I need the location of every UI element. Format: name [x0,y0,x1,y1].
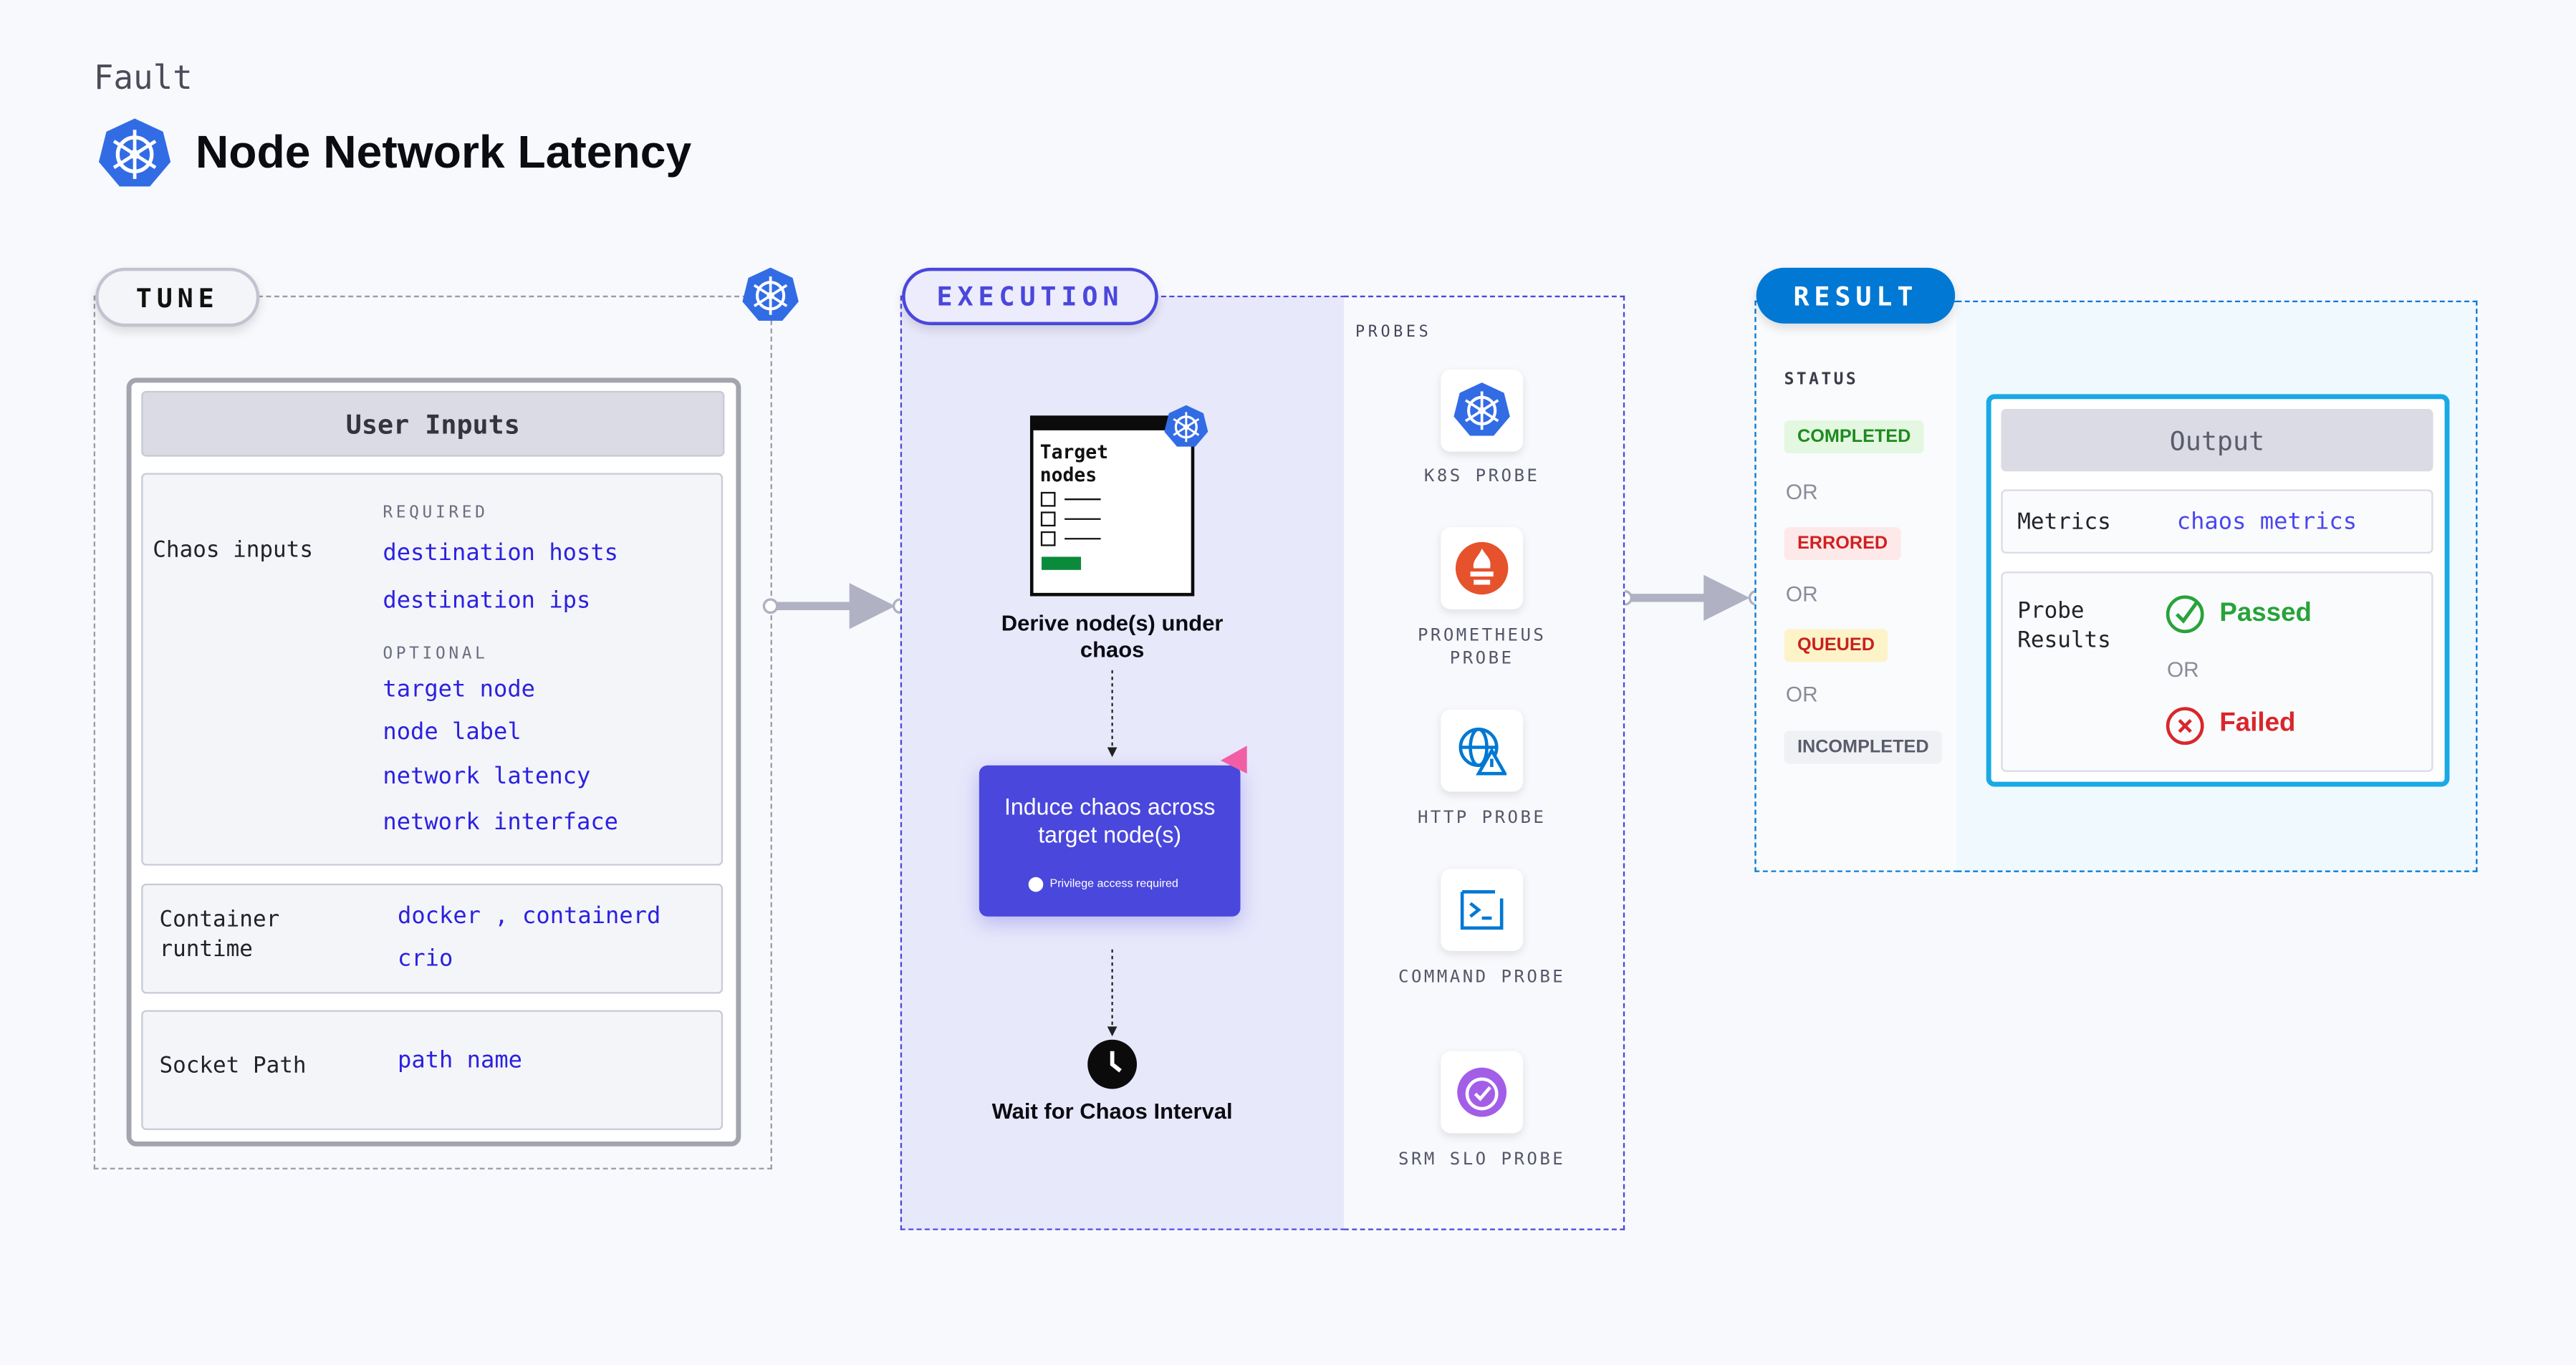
kubernetes-icon [97,117,172,192]
status-label: STATUS [1784,371,1859,390]
srm-slo-probe-card [1441,1051,1523,1134]
slo-icon [1457,1067,1507,1117]
runtime-containerd: containerd [522,903,661,930]
metrics-label: Metrics [2017,508,2111,536]
lock-icon [1028,877,1044,892]
kubernetes-icon [1452,381,1512,440]
prometheus-probe-label: PROMETHEUS PROBE [1417,625,1547,669]
or-label: OR [1785,581,1818,607]
probe-results-label: Probe Results [2017,597,2111,654]
http-probe-label: HTTP PROBE [1417,808,1547,828]
check-circle-icon [2166,595,2204,634]
input-network-interface: network interface [383,809,618,836]
k8s-probe-card [1441,370,1523,452]
target-nodes-title: Target nodes [1039,440,1109,486]
step-induce-chaos: Induce chaos across target node(s) Privi… [979,765,1241,917]
target-nodes-document: Target nodes [1029,415,1195,597]
status-badge-incompleted: INCOMPLETED [1784,730,1942,764]
input-target-node: target node [383,676,536,703]
execution-pill: EXECUTION [902,267,1158,326]
input-destination-ips: destination ips [383,588,591,614]
privilege-note: Privilege access required [1049,878,1178,891]
input-network-latency: network latency [383,763,591,791]
step-wait-interval: Wait for Chaos Interval [991,1099,1233,1124]
status-badge-queued: QUEUED [1784,629,1888,662]
container-runtime-label: Container runtime [159,906,280,963]
result-pill: RESULT [1756,267,1956,324]
kubernetes-icon [1163,404,1209,448]
or-label: OR [1785,681,1818,707]
x-circle-icon [2166,707,2204,746]
input-node-label: node label [383,719,522,746]
checklist-icon [1040,491,1101,570]
page-title: Node Network Latency [195,126,692,178]
status-badge-errored: ERRORED [1784,527,1901,561]
optional-label: OPTIONAL [383,645,489,664]
step-derive-nodes: Derive node(s) under chaos [1001,611,1224,662]
induce-chaos-text: Induce chaos across target node(s) [1004,793,1216,848]
dotted-arrow [1107,949,1118,1037]
user-inputs-header: User Inputs [141,390,725,457]
arrow-execution-to-result [1617,574,1764,621]
terminal-icon [1460,890,1504,930]
runtime-separator: , [494,903,509,930]
or-label: OR [2166,657,2199,682]
status-badge-completed: COMPLETED [1784,420,1924,453]
runtime-crio: crio [398,945,453,973]
runtime-docker: docker [398,903,481,930]
socket-path-label: Socket Path [159,1053,307,1079]
tune-pill: TUNE [95,267,260,327]
prometheus-probe-card [1441,527,1523,609]
socket-path-panel: Socket Path path name [141,1010,724,1130]
chaos-inputs-panel: Chaos inputs REQUIRED destination hosts … [141,473,724,866]
category-label: Fault [93,57,193,97]
passed-label: Passed [2219,599,2312,628]
chaos-badge-icon [1220,746,1247,774]
input-destination-hosts: destination hosts [383,540,618,567]
probes-label: PROBES [1355,323,1432,342]
srm-slo-probe-label: SRM SLO PROBE [1398,1149,1566,1169]
socket-path-value: path name [398,1048,522,1074]
command-probe-card [1441,869,1523,951]
chaos-inputs-label: Chaos inputs [153,536,314,564]
required-label: REQUIRED [383,504,489,523]
failed-label: Failed [2219,709,2296,738]
probe-results-row: Probe Results Passed OR Failed [2001,571,2433,772]
metrics-value: chaos metrics [2176,508,2358,536]
tune-section [93,295,772,1169]
http-probe-card [1441,709,1523,792]
k8s-probe-label: K8S PROBE [1423,466,1540,486]
output-header: Output [2001,409,2433,472]
kubernetes-icon [741,266,800,326]
arrow-tune-to-execution [762,583,908,630]
container-runtime-panel: Container runtime docker , containerd cr… [141,883,724,994]
prometheus-icon [1455,541,1509,595]
command-probe-label: COMMAND PROBE [1398,967,1566,988]
dotted-arrow [1107,670,1118,758]
globe-warning-icon [1458,727,1507,776]
clock-icon [1087,1039,1138,1089]
or-label: OR [1785,479,1818,505]
metrics-row: Metrics chaos metrics [2001,489,2433,554]
